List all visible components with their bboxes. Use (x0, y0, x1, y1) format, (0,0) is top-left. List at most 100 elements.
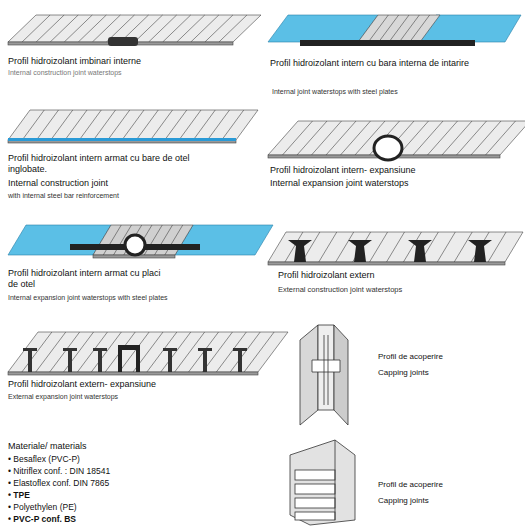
rib-line (319, 232, 337, 262)
rib-line (399, 15, 419, 42)
strip-surface (8, 110, 258, 140)
rib-line (189, 332, 219, 372)
rib-line (151, 110, 173, 140)
strip-edge (268, 262, 505, 265)
profile-caption: Profil hidroizolant extern- expansiune (8, 379, 156, 390)
embedded-profile (300, 40, 475, 46)
profile-caption: Profil de acoperire (378, 480, 443, 490)
rib-line (283, 121, 313, 155)
rib-line (64, 332, 94, 372)
rib-line (179, 110, 201, 140)
rib-line (389, 15, 409, 42)
rib-line (442, 121, 472, 155)
rib-line (77, 332, 107, 372)
material-item: • TPE (8, 490, 30, 500)
rib-line (177, 15, 205, 42)
rib-line (326, 121, 356, 155)
rib-line (108, 110, 130, 140)
rib-line (50, 15, 78, 42)
profile-caption: Profil hidroizolant extern (278, 270, 375, 281)
rib-line (297, 121, 327, 155)
anchor-rib (163, 348, 177, 351)
rib-line (488, 232, 506, 262)
rib-line (22, 110, 44, 140)
profile-caption: Internal construction joint (8, 178, 108, 189)
rib-line (368, 15, 388, 42)
internal-reinforced-strip (8, 110, 258, 143)
rib-line (36, 332, 66, 372)
anchor-rib (198, 348, 212, 351)
anchor-rib (348, 240, 372, 262)
profile-caption: Profil hidroizolant imbinari interne (8, 56, 141, 67)
rib-line (64, 15, 92, 42)
rib-line (50, 332, 80, 372)
rib-line (193, 110, 215, 140)
rib-line (175, 332, 205, 372)
expansion-bulb (125, 235, 145, 255)
profile-caption: External construction joint waterstops (278, 285, 402, 294)
profile-caption: Profil hidroizolant intern armat cu plac… (8, 268, 168, 290)
rib-line (65, 110, 87, 140)
rib-line (428, 121, 458, 155)
center-bulb (108, 37, 138, 46)
anchor-rib (93, 348, 107, 351)
material-item: • Besaflex (PVC-P) (8, 454, 80, 464)
rib-line (165, 225, 183, 255)
rib-line (78, 15, 106, 42)
anchor-rib (63, 348, 77, 351)
rib-line (135, 15, 163, 42)
profile-caption: Profil hidroizolant intern armat cu bare… (8, 153, 203, 175)
anchor-rib (168, 350, 172, 372)
rib-line (149, 15, 177, 42)
expansion-channel (118, 345, 140, 372)
strip-surface (358, 15, 440, 42)
rib-line (161, 332, 191, 372)
material-item: • Elastoflex conf. DIN 7865 (8, 478, 109, 488)
rib-line (147, 332, 177, 372)
rib-line (341, 121, 371, 155)
rib-line (91, 332, 121, 372)
rib-line (387, 232, 405, 262)
profile-caption: Internal joint waterstops with steel pla… (272, 88, 398, 96)
rib-line (51, 110, 73, 140)
anchor-rib (238, 350, 242, 372)
rib-line (222, 110, 244, 140)
anchor-rib (98, 350, 102, 372)
strip-surface (93, 225, 193, 255)
material-item: • PVC-P conf. BS (8, 514, 76, 524)
rib-line (457, 121, 487, 155)
material-item: • Polyethylen (PE) (8, 502, 77, 512)
strip-edge (8, 372, 258, 375)
rib-line (219, 15, 247, 42)
rib-line (208, 110, 230, 140)
anchor-rib (408, 240, 432, 262)
profile-caption: Internal expansion joint waterstops with… (8, 294, 173, 302)
rib-line (191, 15, 219, 42)
rib-line (336, 232, 354, 262)
rib-line (37, 110, 59, 140)
capping-joint-profile (290, 440, 355, 525)
rib-line (103, 225, 121, 255)
anchor-rib (468, 240, 492, 262)
profile-caption: Capping joints (378, 368, 429, 378)
rib-line (36, 15, 64, 42)
rib-line (163, 15, 191, 42)
external-base-strip (268, 232, 523, 265)
profile-caption: with internal steel bar reinforcement (8, 192, 119, 200)
rib-line (79, 110, 101, 140)
rib-line (312, 121, 342, 155)
expansion-bulb (374, 136, 402, 160)
rib-line (144, 225, 162, 255)
internal-joint-strip (8, 15, 261, 45)
rib-line (94, 110, 116, 140)
rib-line (486, 121, 516, 155)
profile-caption: Internal construction joint waterstops (8, 69, 122, 77)
profile-caption: Profil hidroizolant intern- expansiune (270, 165, 416, 176)
rib-line (410, 15, 430, 42)
anchor-rib (68, 350, 72, 372)
capping-joint-profile (300, 325, 348, 425)
rib-line (370, 232, 388, 262)
rib-line (216, 332, 246, 372)
profile-caption: Internal expansion joint waterstops (270, 178, 409, 189)
